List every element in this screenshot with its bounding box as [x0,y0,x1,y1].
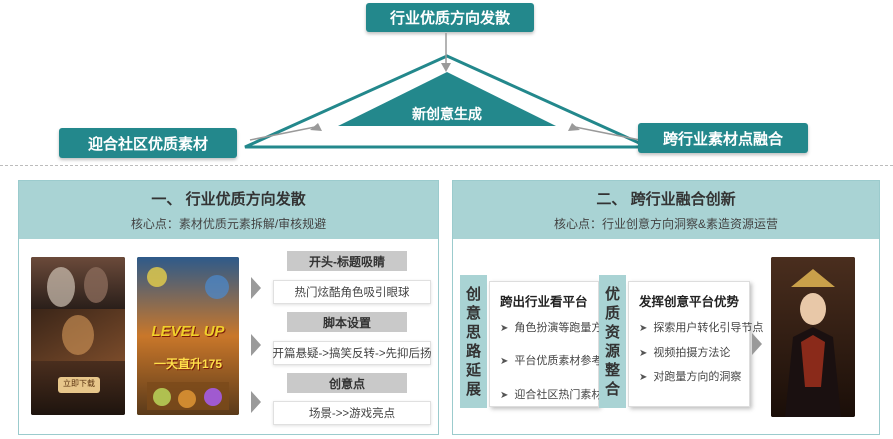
vertical-char: 优 [604,285,620,303]
panel-right-subtitle: 核心点：行业创意方向洞察&素造资源运营 [553,217,778,231]
card1-item-label: 角色扮演等跑量方向 [514,322,614,334]
vertical-char: 资 [604,323,620,341]
card1-item: ➤ 平台优质素材参考 [500,352,602,368]
drama-scene-art [771,257,855,417]
card2-item: ➤ 对跑量方向的洞察 [639,368,741,384]
card2-item: ➤ 探索用户转化引导节点 [639,319,763,335]
game-screenshot-levelup: LEVEL UP 一天直升175 [137,257,239,415]
card1-item: ➤ 角色扮演等跑量方向 [500,319,613,335]
top-direction-label: 行业优质方向发散 [389,10,510,27]
card1-item-label: 迎合社区热门素材 [514,389,603,401]
day-rank-text: 一天直升175 [153,357,223,371]
arrow-step-2 [251,334,261,356]
bullet-icon: ➤ [500,356,509,367]
bullet-icon: ➤ [500,390,509,401]
step-head-title-hook: 开头-标题吸睛 [287,251,407,271]
vertical-char: 整 [604,361,620,379]
step-body-script: 开篇悬疑->搞笑反转->先抑后扬 [272,341,432,365]
vertical-char: 延 [465,361,481,379]
arrow-to-video [752,333,762,355]
step-body-creative: 场景->>游戏亮点 [273,401,431,425]
vertical-char: 合 [604,380,620,398]
panel-right-header: 二、 跨行业融合创新 核心点：行业创意方向洞察&素造资源运营 [453,181,879,239]
card1-title: 跨出行业看平台 [500,295,588,309]
step-body-title-hook: 热门炫酷角色吸引眼球 [273,280,431,304]
card2-item-label: 视频拍摄方法论 [653,347,731,359]
bullet-icon: ➤ [639,348,648,359]
right-crossindustry-box: 跨行业素材点融合 [638,123,808,153]
levelup-scene-art [137,257,239,415]
vertical-char: 质 [604,304,620,322]
panel-industry-direction: 一、 行业优质方向发散 核心点：素材优质元素拆解/审核规避 [18,180,439,435]
card-platform-view: 跨出行业看平台 ➤ 角色扮演等跑量方向 ➤ 平台优质素材参考 ➤ 迎合社区热门素材 [489,281,613,407]
arrow-step-3 [251,391,261,413]
inner-triangle [338,72,556,126]
game-scene-art [31,257,125,415]
arrow-right-head [568,123,580,131]
card2-item-label: 对跑量方向的洞察 [653,371,742,383]
level-up-text: LEVEL UP [151,323,225,340]
left-community-label: 迎合社区优质素材 [87,135,208,153]
arrow-left-line [249,126,316,141]
card1-item: ➤ 迎合社区热门素材 [500,386,602,402]
panel-left-header: 一、 行业优质方向发散 核心点：素材优质元素拆解/审核规避 [19,181,438,239]
vertical-char: 思 [465,323,481,341]
panel-left-title: 一、 行业优质方向发散 [151,191,306,208]
arrow-top-head [441,63,451,72]
step-head-script: 脚本设置 [287,312,407,332]
game-screenshot-left: 立即下载 [31,257,125,415]
right-crossindustry-label: 跨行业素材点融合 [662,130,783,148]
step-head-creative: 创意点 [287,373,407,393]
panel-right-title: 二、 跨行业融合创新 [596,191,736,208]
vertical-char: 展 [465,380,481,398]
top-direction-box: 行业优质方向发散 [366,3,534,32]
vertical-char: 意 [465,304,481,322]
left-community-box: 迎合社区优质素材 [59,128,237,158]
vertical-label-resource-integration: 优 质 资 源 整 合 [599,275,626,408]
arrow-step-1 [251,277,261,299]
card-platform-advantage: 发挥创意平台优势 ➤ 探索用户转化引导节点 ➤ 视频拍摄方法论 ➤ 对跑量方向的洞察 [628,281,763,407]
card1-item-label: 平台优质素材参考 [514,355,603,367]
download-button-text: 立即下载 [63,379,95,388]
bullet-icon: ➤ [639,323,648,334]
bullet-icon: ➤ [639,372,648,383]
arrow-right-line [574,126,641,141]
card2-item-label: 探索用户转化引导节点 [653,322,764,334]
center-label: 新创意生成 [412,106,482,122]
vertical-char: 创 [465,285,481,303]
bullet-icon: ➤ [500,323,509,334]
card2-title: 发挥创意平台优势 [639,295,740,309]
drama-video-screenshot [771,257,855,417]
vertical-char: 路 [465,342,481,360]
arrow-left-head [310,123,322,131]
triangle-diagram [244,33,649,149]
card2-item: ➤ 视频拍摄方法论 [639,344,730,360]
panel-crossindustry-innovation: 二、 跨行业融合创新 核心点：行业创意方向洞察&素造资源运营 创 意 思 路 延… [452,180,880,435]
vertical-char: 源 [604,342,620,360]
dashed-divider [0,165,893,166]
panel-left-subtitle: 核心点：素材优质元素拆解/审核规避 [130,217,327,231]
vertical-label-creative-extension: 创 意 思 路 延 展 [460,275,487,408]
